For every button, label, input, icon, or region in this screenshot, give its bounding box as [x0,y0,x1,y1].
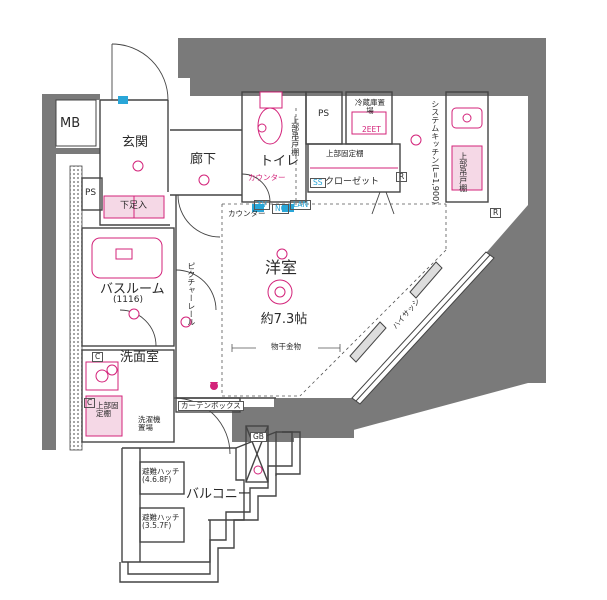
hatch-2-label: 避難ハッチ (3.5.7F) [142,513,180,531]
insulation-strip [69,165,83,451]
hallway-label: 廊下 [190,152,217,167]
btn-lan: LAN [290,200,312,211]
mb-label: MB [60,116,81,131]
curtain-box-label: カーテンボックス [178,401,244,412]
bathroom-size-label: (1116) [113,295,143,305]
r-mark-closet: R [396,172,408,183]
ps-left-label: PS [85,188,97,198]
western-room-label: 洋室 [264,258,298,277]
wash-tag-fridge: 2EET [362,125,381,134]
toilet-label: トイレ [260,154,300,169]
ps-top-label: PS [318,109,330,119]
counter-top-label: カウンター [248,173,286,182]
ss-badge: SS [310,178,326,189]
gb-label: GB [250,432,267,443]
entrance-label: 玄関 [122,135,149,150]
r-mark-kitchen: R [490,208,502,219]
kitchen-upper-cabinet-label: 上部吊戸棚 [458,152,468,192]
picture-rail-label: ピクチャーレール [186,262,196,326]
diagonal-window [349,251,495,405]
btn-tv: TV [254,200,270,211]
western-room-size-label: 約7.3帖 [260,312,308,327]
hatch-1-label: 避難ハッチ (4.6.8F) [142,467,180,485]
washroom-label: 洗面室 [120,350,160,365]
fridge-label: 冷蔵庫置場 [355,98,385,116]
counter-label: カウンター [228,209,266,218]
pink-fixtures [85,91,483,475]
wash-upper-shelf-label: 上部固定棚 [96,401,119,419]
balcony-label: バルコニー [186,487,251,502]
upper-fixed-shelf-label: 上部固定棚 [326,149,364,158]
bathroom-label: バスルーム [100,282,165,297]
shoe-cabinet-label: 下足入 [120,201,148,211]
mb-box [55,99,97,147]
washing-machine-label: 洗濯機置場 [138,415,161,433]
c-mark-2: C [84,398,96,409]
c-mark-1: C [92,352,104,363]
toilet-upper-cabinet-label: 上部吊戸棚 [290,116,300,156]
system-kitchen-label: システムキッチン(L=1,900) [430,100,440,205]
drying-hardware-label: 物干金物 [271,342,301,351]
closet-label: クローゼット [325,177,380,187]
drying-hardware-line [231,344,341,352]
btn-no: NC [272,204,289,215]
doors [111,43,395,455]
